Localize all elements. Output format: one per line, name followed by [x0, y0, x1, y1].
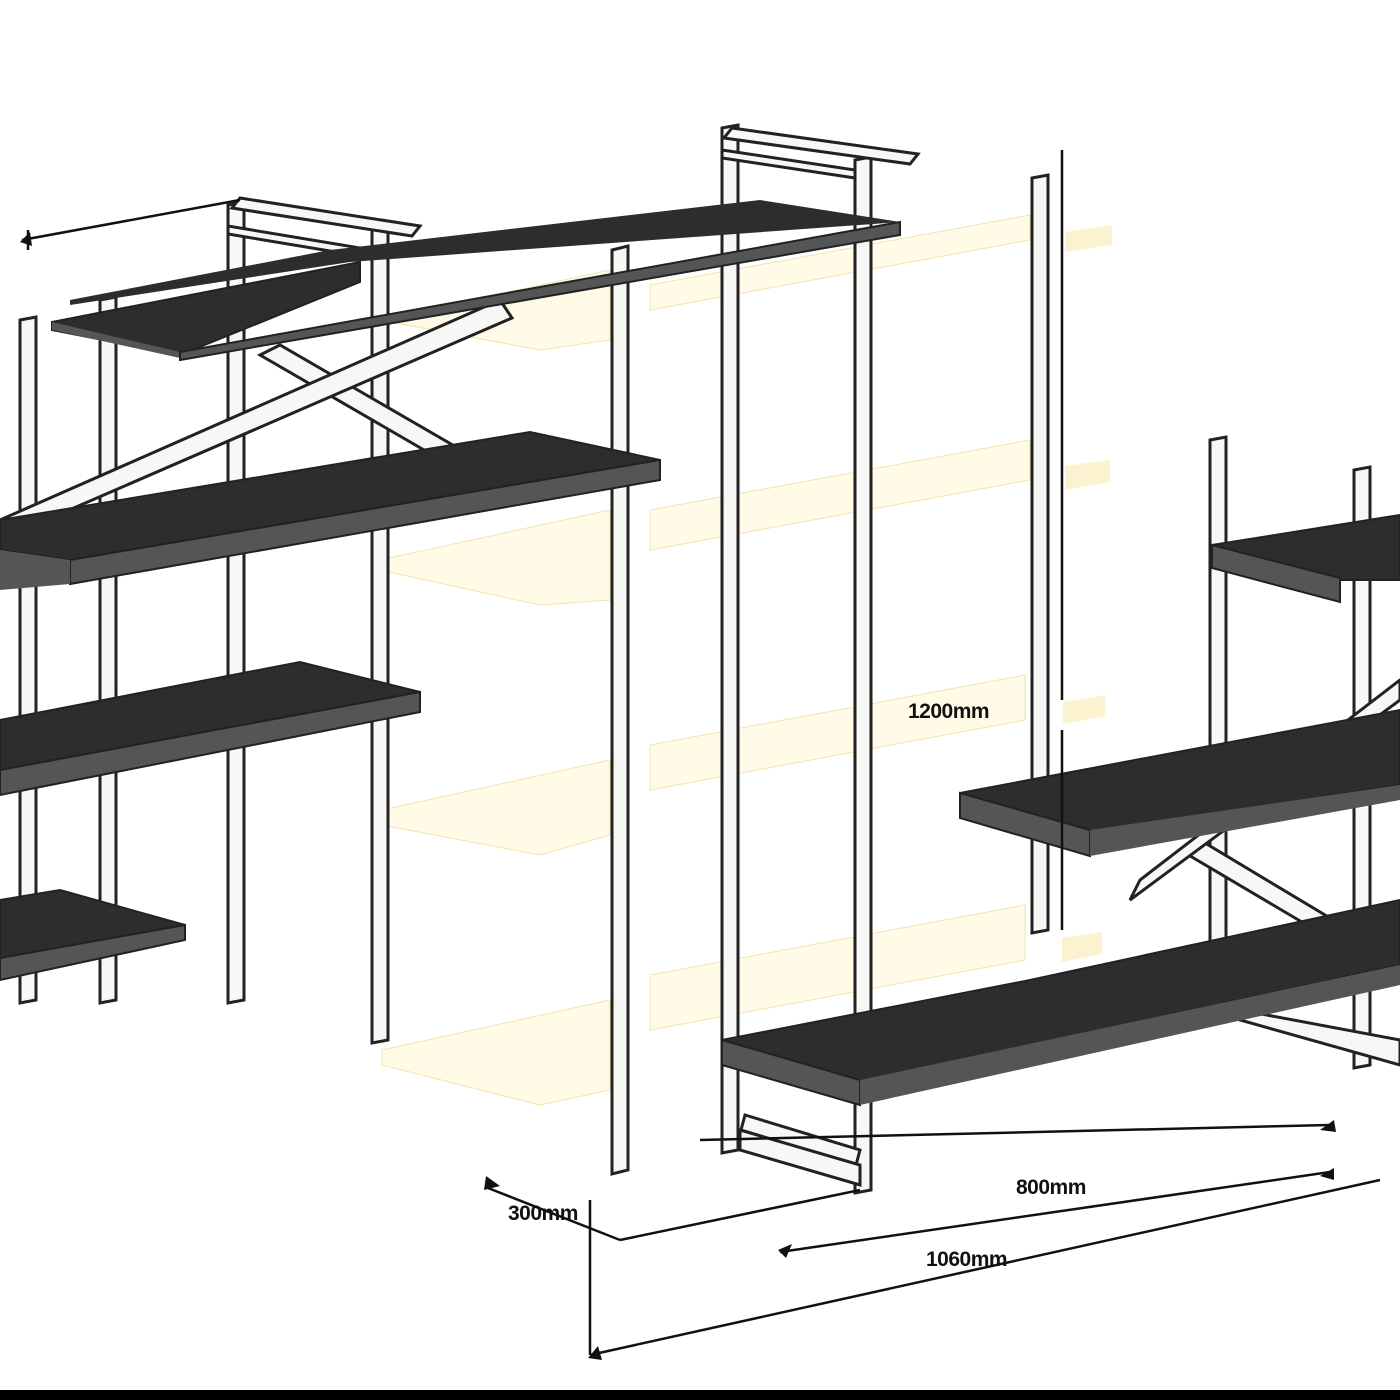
dark-shelf — [959, 708, 1400, 858]
frame-leg — [610, 244, 630, 1176]
shelf-width-dimension-label: 800mm — [1016, 1176, 1086, 1199]
frame-leg — [98, 295, 118, 1005]
depth-dimension-label: 300mm — [508, 1202, 578, 1225]
arrowhead — [1320, 1120, 1336, 1132]
dim-line — [619, 1188, 861, 1242]
dim-line — [699, 1123, 1331, 1142]
dark-shelf — [0, 888, 186, 982]
back-shelves — [379, 214, 1112, 1106]
frame-rail — [738, 1128, 862, 1187]
dark-shelves — [0, 200, 1400, 1107]
frame — [18, 123, 1400, 1195]
dimension-lines — [21, 150, 1381, 1357]
arrowhead — [1320, 1168, 1334, 1180]
dim-line — [589, 1178, 1381, 1357]
dim-line — [487, 1186, 621, 1242]
frame-leg — [1030, 173, 1050, 935]
height-dimension-label: 1200mm — [908, 700, 990, 723]
cross-braces — [0, 298, 1400, 982]
dark-shelf — [0, 430, 661, 590]
back-shelf — [381, 904, 1102, 1106]
frame-rail — [720, 148, 857, 180]
arrowhead — [778, 1244, 792, 1258]
frame-cap — [229, 196, 423, 238]
frame-leg — [370, 223, 390, 1045]
dim-line — [21, 198, 241, 242]
dark-shelf — [51, 200, 901, 362]
arrowhead — [484, 1176, 500, 1190]
dark-shelf — [1211, 513, 1400, 604]
frame-cap — [721, 126, 921, 166]
dark-shelf — [0, 660, 421, 797]
dimension-arrows — [20, 232, 1336, 1360]
dim-line — [779, 1170, 1331, 1254]
arrowhead — [588, 1346, 602, 1360]
back-shelf — [381, 674, 1105, 856]
bottom-edge — [0, 1390, 1400, 1400]
arrowhead — [20, 232, 32, 246]
frame-cap — [1238, 1008, 1400, 1067]
frame-leg — [1208, 435, 1228, 1025]
total-width-dimension-label: 1060mm — [926, 1248, 1008, 1271]
frame-leg — [720, 123, 740, 1155]
dark-shelf — [721, 898, 1400, 1107]
